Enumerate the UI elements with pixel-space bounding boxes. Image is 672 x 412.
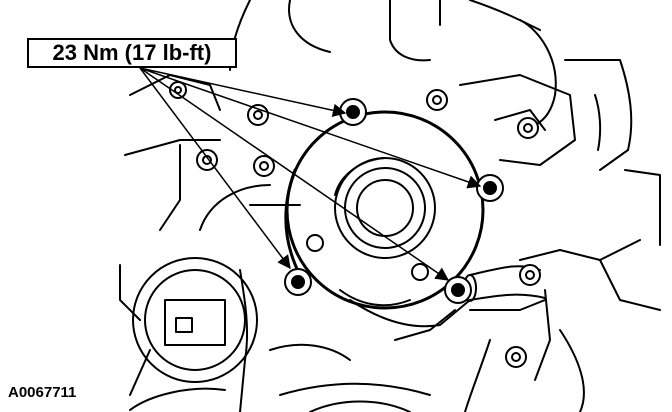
engine-bolt: [519, 264, 541, 286]
crankshaft-pulley: [129, 257, 258, 396]
figure-id-label: A0067711: [8, 384, 77, 401]
engine-bolt: [247, 104, 269, 126]
engine-bolt: [169, 81, 187, 99]
pump-bolt-lower-left: [284, 268, 312, 296]
engine-bolt: [196, 149, 218, 171]
leader-arrow-right-bolt: [139, 67, 482, 189]
leader-arrow-top-bolt: [139, 67, 347, 117]
engine-block-outline: [119, 0, 661, 412]
engine-bolt: [253, 155, 275, 177]
water-pump: [284, 110, 485, 310]
lower-bracket: [349, 299, 471, 328]
upper-right-housing: [459, 74, 576, 166]
engine-bolt: [517, 117, 539, 139]
pump-bolt-right: [476, 174, 504, 202]
leader-arrow-lower-right-bolt: [139, 67, 450, 281]
leader-arrow-lower-left-bolt: [139, 67, 291, 270]
engine-bolt: [505, 346, 527, 368]
pump-bolt-lower-right: [444, 276, 472, 304]
engine-bolt: [426, 89, 448, 111]
torque-spec-callout: 23 Nm (17 lb-ft): [27, 38, 237, 68]
